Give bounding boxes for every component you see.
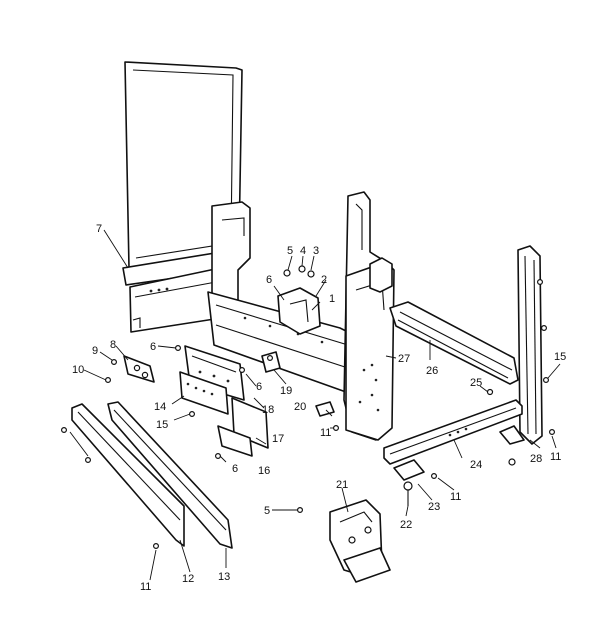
callout-26: 26 [426,365,438,377]
part-13-rail [107,401,233,549]
callout-25: 25 [470,377,482,389]
callout-6-low: 6 [232,463,238,475]
part-22-screw [403,481,413,506]
part-24-bar [383,399,523,465]
callout-15-right: 15 [554,351,566,363]
callout-15-left: 15 [156,419,168,431]
callout-5-top: 5 [287,245,293,257]
callout-19: 19 [280,385,292,397]
part-27-frame [207,191,395,441]
callout-18: 18 [262,404,274,416]
callout-23: 23 [428,501,440,513]
callout-3: 3 [313,245,319,257]
part-20-block [315,401,335,417]
callout-2: 2 [321,274,327,286]
screws [60,279,555,549]
callout-11-left: 11 [140,581,151,593]
part-1-bracket [277,265,321,335]
callout-8: 8 [110,339,116,351]
callout-27: 27 [398,353,410,365]
part-28-strip [517,245,543,445]
part-19-clip [261,351,281,373]
callout-21: 21 [336,479,348,491]
callout-16: 16 [258,465,270,477]
callout-22: 22 [400,519,412,531]
callout-20: 20 [294,401,306,413]
part-8-bracket [123,355,155,383]
part-26-rail [389,301,519,385]
part-28-foot [499,425,525,466]
callout-7: 7 [96,223,102,235]
callout-24: 24 [470,459,482,471]
callout-labels: 1 2 3 4 5 5 6 6 6 6 7 8 9 10 11 11 11 11… [72,223,566,593]
callout-14: 14 [154,401,166,413]
callout-6-mid: 6 [256,381,262,393]
callout-12: 12 [182,573,194,585]
callout-13: 13 [218,571,230,583]
part-12-rail [71,403,185,547]
callout-6-left: 6 [150,341,156,353]
callout-1: 1 [329,293,335,305]
callout-11-far-right: 11 [550,451,561,463]
part-25-screw [486,388,494,396]
part-16-clip [217,425,253,457]
leader-lines [69,229,561,581]
part-14-block [179,371,229,415]
callout-4: 4 [300,245,306,257]
callout-28: 28 [530,453,542,465]
callout-11-center: 11 [320,427,331,439]
callout-6-top: 6 [266,274,272,286]
callout-11-right: 11 [450,491,461,503]
callout-17: 17 [272,433,284,445]
callout-10: 10 [72,364,84,376]
part-23-bracket [393,459,425,481]
callout-5-bottom: 5 [264,505,270,517]
part-21-mount [329,499,391,583]
callout-9: 9 [92,345,98,357]
